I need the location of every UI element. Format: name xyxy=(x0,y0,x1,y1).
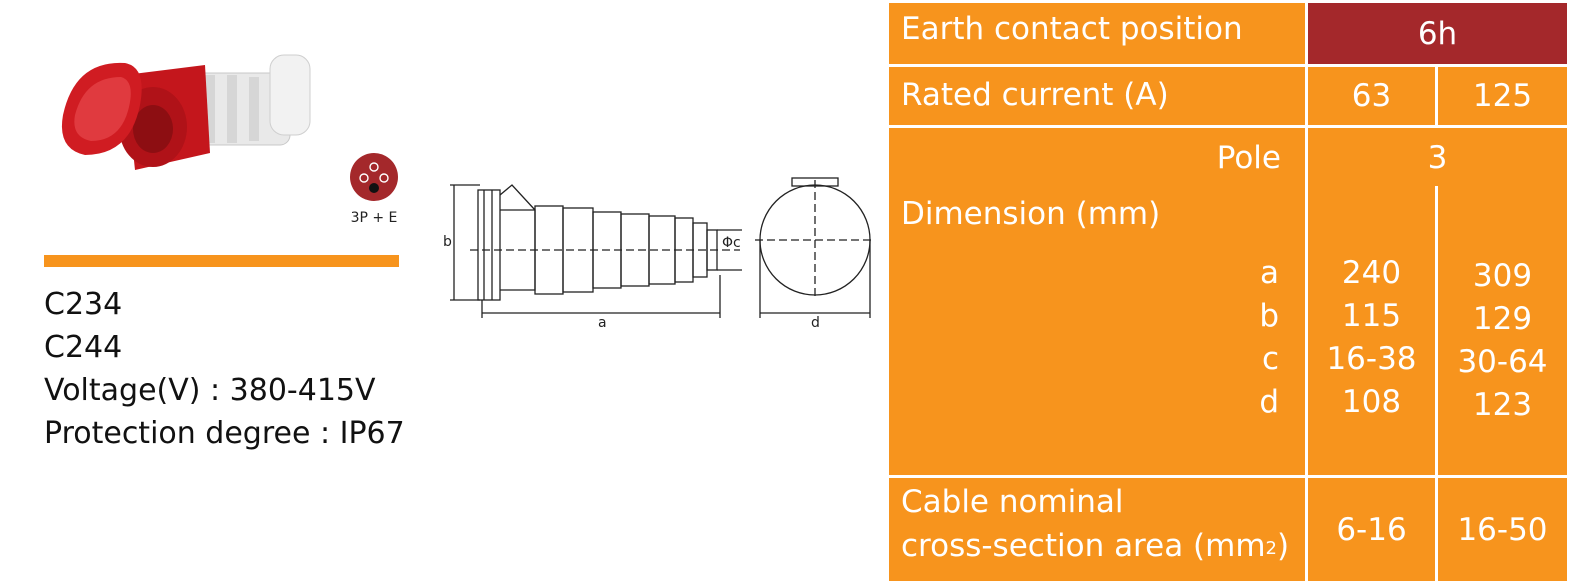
technical-drawing: b a Φc d xyxy=(443,177,875,331)
pole-dimension-label-cell: Pole Dimension (mm) a b c d xyxy=(889,128,1305,475)
rated-current-label: Rated current (A) xyxy=(901,77,1169,113)
product-code-c244: C244 xyxy=(44,330,123,365)
dimension-letter-a: a xyxy=(1260,255,1279,291)
cable-area-63: 6-16 xyxy=(1336,511,1407,548)
dimension-d-63: 108 xyxy=(1341,384,1402,420)
dimension-b-label: b xyxy=(443,234,452,250)
earth-contact-label-cell: Earth contact position xyxy=(889,3,1305,64)
rated-current-label-cell: Rated current (A) xyxy=(889,67,1305,125)
column-divider xyxy=(1435,186,1438,475)
cable-area-label-line-2: cross-section area (mm2) xyxy=(901,528,1290,564)
dimension-c-63: 16-38 xyxy=(1326,341,1417,377)
dimension-c-label: Φc xyxy=(722,235,741,251)
dimension-b-125: 129 xyxy=(1472,301,1533,337)
divider xyxy=(44,255,399,267)
dimension-column-125: 309 129 30-64 123 xyxy=(1438,255,1567,427)
rated-current-125: 125 xyxy=(1472,78,1533,114)
product-image xyxy=(61,54,311,170)
pole-value: 3 xyxy=(1427,140,1448,176)
rated-current-125-cell: 125 xyxy=(1438,67,1567,125)
product-code-c234: C234 xyxy=(44,287,123,322)
pole-dimension-value-cell: 3 240 115 16-38 108 309 129 30-64 123 xyxy=(1308,128,1567,475)
rated-current-63: 63 xyxy=(1351,78,1392,114)
earth-contact-value-cell: 6h xyxy=(1308,3,1567,64)
pole-label: Pole xyxy=(1216,140,1281,176)
cable-area-label-cell: Cable nominal cross-section area (mm2) xyxy=(889,478,1305,581)
voltage-spec: Voltage(V) : 380-415V xyxy=(44,373,376,408)
cable-area-63-cell: 6-16 xyxy=(1308,478,1435,581)
dimension-a-63: 240 xyxy=(1341,255,1402,291)
dimension-label: Dimension (mm) xyxy=(901,196,1161,232)
pin-configuration-label: 3P + E xyxy=(350,210,398,226)
dimension-a-125: 309 xyxy=(1472,258,1533,294)
dimension-d-label: d xyxy=(811,315,820,331)
cable-area-125-cell: 16-50 xyxy=(1438,478,1567,581)
earth-contact-value: 6h xyxy=(1417,15,1458,52)
pin-configuration-icon xyxy=(350,153,398,201)
dimension-c-125: 30-64 xyxy=(1457,344,1548,380)
dimension-letters: a b c d xyxy=(1239,252,1279,424)
dimension-d-125: 123 xyxy=(1472,387,1533,423)
dimension-letter-c: c xyxy=(1261,341,1279,377)
cable-area-label-line-1: Cable nominal xyxy=(901,484,1124,520)
rated-current-63-cell: 63 xyxy=(1308,67,1435,125)
earth-contact-label: Earth contact position xyxy=(901,11,1243,47)
dimension-letter-d: d xyxy=(1259,384,1279,420)
specification-table: Earth contact position 6h Rated current … xyxy=(889,3,1567,581)
cable-area-125: 16-50 xyxy=(1457,511,1548,548)
protection-spec: Protection degree : IP67 xyxy=(44,416,405,451)
squared-superscript: 2 xyxy=(1265,538,1277,559)
dimension-letter-b: b xyxy=(1259,298,1279,334)
dimension-b-63: 115 xyxy=(1341,298,1402,334)
dimension-column-63: 240 115 16-38 108 xyxy=(1308,252,1435,424)
dimension-a-label: a xyxy=(598,315,607,331)
